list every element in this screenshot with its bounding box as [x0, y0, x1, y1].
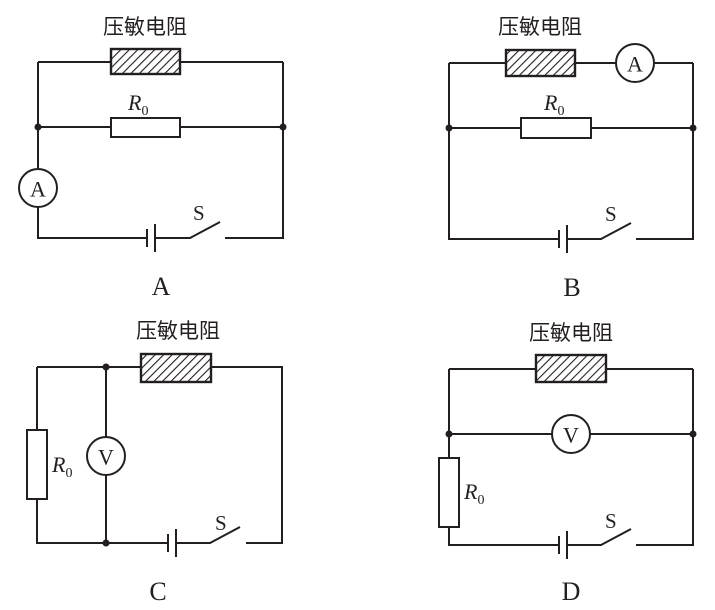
wire — [37, 366, 283, 544]
pressure-resistor-label: 压敏电阻 — [136, 319, 220, 343]
option-label: C — [149, 577, 166, 606]
circuit-b: 压敏电阻 A R0 S B — [445, 15, 697, 302]
meter-symbol: V — [563, 423, 579, 448]
meter-symbol: V — [98, 445, 114, 470]
option-label: A — [152, 272, 171, 301]
r0-label: R0 — [51, 452, 72, 481]
switch-label: S — [605, 509, 617, 533]
pressure-resistor — [504, 48, 577, 78]
switch-label: S — [605, 202, 617, 226]
option-label: D — [562, 577, 581, 606]
voltmeter-icon — [551, 414, 591, 454]
wire — [36, 367, 241, 544]
meter-symbol: A — [30, 177, 46, 202]
r0-label: R0 — [543, 90, 564, 119]
switch-label: S — [215, 511, 227, 535]
wire — [448, 63, 694, 240]
pressure-resistor — [534, 353, 608, 384]
meter-symbol: A — [627, 52, 643, 77]
circuit-a: 压敏电阻 R0 A S A — [18, 15, 287, 301]
switch-label: S — [193, 201, 205, 225]
resistor-r0 — [520, 117, 592, 139]
pressure-resistor — [139, 352, 213, 384]
ammeter-icon — [615, 43, 655, 83]
circuit-d: 压敏电阻 V R0 S D — [438, 321, 697, 606]
wire — [448, 369, 694, 546]
pressure-resistor-label: 压敏电阻 — [529, 321, 613, 345]
resistor-r0 — [26, 429, 48, 500]
r0-label: R0 — [463, 479, 484, 508]
junction-node — [102, 363, 110, 371]
voltmeter-icon — [86, 436, 126, 476]
pressure-resistor-label: 压敏电阻 — [498, 15, 582, 39]
circuit-c: 压敏电阻 R0 V S C — [26, 319, 283, 606]
r0-label: R0 — [127, 90, 148, 119]
wire — [37, 62, 284, 239]
option-label: B — [563, 273, 580, 302]
junction-node — [102, 539, 110, 547]
pressure-resistor-label: 压敏电阻 — [103, 15, 187, 39]
resistor-r0 — [110, 117, 181, 138]
ammeter-icon — [18, 168, 58, 208]
pressure-resistor — [109, 47, 182, 76]
resistor-r0 — [438, 457, 460, 528]
